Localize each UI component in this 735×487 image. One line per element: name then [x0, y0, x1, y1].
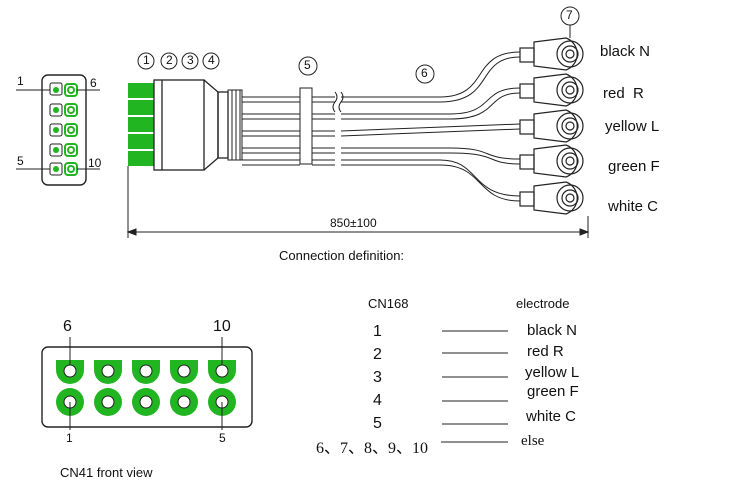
front-view-top-row	[56, 360, 236, 384]
table-row-4-pin: 4	[373, 392, 382, 409]
cable-drawing	[126, 6, 590, 238]
part-number-4: 4	[208, 53, 215, 67]
dimension-line	[126, 166, 590, 238]
small-pinout	[16, 74, 100, 186]
part-number-5: 5	[304, 58, 311, 72]
strain-relief	[227, 89, 243, 161]
electrode-snaps	[519, 37, 584, 215]
electrode-label-yellow: yellow L	[605, 118, 660, 135]
small-pinout-left-column	[49, 82, 63, 176]
small-pin-1-label: 1	[17, 74, 24, 88]
electrode-label-white: white C	[608, 198, 659, 215]
table-header-electrode: electrode	[516, 296, 570, 311]
table-header-cn168: CN168	[368, 296, 409, 311]
front-view-bottom-row	[56, 388, 236, 416]
part-number-7: 7	[566, 8, 573, 22]
front-view-pin-10-label: 10	[213, 318, 231, 335]
small-pin-10-label: 10	[88, 156, 102, 170]
table-row-5-electrode: white C	[526, 408, 577, 425]
table-row-1-electrode: black N	[527, 322, 578, 339]
table-row-3-electrode: yellow L	[525, 364, 580, 381]
table-row-2-pin: 2	[373, 346, 382, 363]
connector-green-pins	[128, 83, 154, 166]
table-row-1-pin: 1	[373, 323, 382, 340]
cable-length-dimension: 850±100	[330, 216, 377, 230]
connection-definition-caption: Connection definition:	[279, 248, 405, 263]
electrode-label-red: red R	[603, 85, 644, 102]
small-pin-6-label: 6	[90, 76, 97, 90]
snap-yellow	[519, 109, 584, 143]
part-number-circles	[137, 6, 580, 84]
table-else-pins: 6、7、8、9、10	[316, 440, 429, 457]
table-else-label: else	[521, 433, 545, 449]
table-row-5-pin: 5	[373, 415, 382, 432]
table-row-3-pin: 3	[373, 369, 382, 386]
table-row-2-electrode: red R	[527, 343, 564, 360]
part-number-6: 6	[421, 66, 428, 80]
part-number-3: 3	[187, 53, 194, 67]
front-view-caption: CN41 front view	[60, 465, 153, 480]
connector-housing	[153, 79, 229, 171]
part-number-1: 1	[143, 53, 150, 67]
front-view-pin-6-label: 6	[63, 318, 72, 335]
snap-black	[519, 37, 584, 71]
electrode-label-black: black N	[600, 43, 651, 60]
small-pin-5-label: 5	[17, 154, 24, 168]
electrode-label-green: green F	[608, 158, 660, 175]
part-number-2: 2	[166, 53, 173, 67]
snap-red	[519, 73, 584, 107]
small-pinout-right-column	[53, 83, 78, 176]
snap-green	[519, 144, 584, 178]
cable-wires	[242, 51, 521, 202]
table-row-4-electrode: green F	[527, 383, 579, 400]
snap-white	[519, 181, 584, 215]
table-connector-lines	[441, 330, 508, 443]
front-view-connector	[41, 337, 253, 430]
front-view-pin-1-label: 1	[66, 431, 73, 445]
front-view-pin-5-label: 5	[219, 431, 226, 445]
